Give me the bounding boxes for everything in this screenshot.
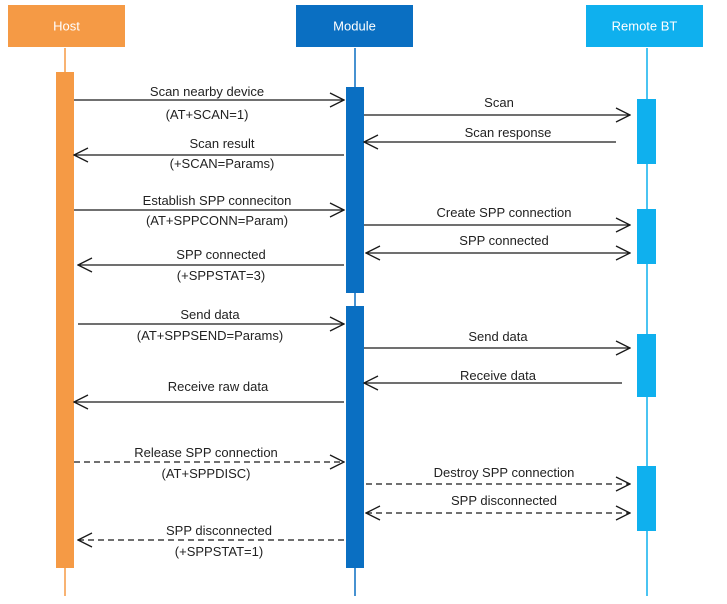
message-scan: Scan xyxy=(364,95,630,115)
participant-label: Module xyxy=(333,19,376,34)
message-send-data-remote: Send data xyxy=(364,329,630,348)
message-receive-data: Receive data xyxy=(364,368,622,383)
message-label: Receive raw data xyxy=(168,379,269,394)
message-label: Scan xyxy=(484,95,514,110)
module-activation-bar xyxy=(346,306,364,568)
participant-remote: Remote BT xyxy=(586,5,703,47)
message-release-spp: Release SPP connection (AT+SPPDISC) xyxy=(74,445,344,481)
message-label: Receive data xyxy=(460,368,537,383)
message-establish-spp: Establish SPP conneciton (AT+SPPCONN=Par… xyxy=(74,193,344,228)
participant-label: Remote BT xyxy=(612,19,678,34)
message-label: SPP connected xyxy=(459,233,548,248)
remote-activation-bar xyxy=(637,209,656,264)
message-label: Establish SPP conneciton xyxy=(143,193,292,208)
remote-activation-bar xyxy=(637,466,656,531)
participant-module: Module xyxy=(296,5,413,47)
message-receive-raw-data: Receive raw data xyxy=(74,379,344,402)
message-label: Send data xyxy=(180,307,240,322)
message-scan-result: Scan result (+SCAN=Params) xyxy=(74,136,344,171)
message-label: SPP disconnected xyxy=(451,493,557,508)
host-activation-bar xyxy=(56,72,74,568)
remote-activation-bar xyxy=(637,334,656,397)
message-sublabel: (AT+SCAN=1) xyxy=(166,107,249,122)
message-label: Release SPP connection xyxy=(134,445,278,460)
message-spp-connected-host: SPP connected (+SPPSTAT=3) xyxy=(78,247,344,283)
message-label: Scan result xyxy=(189,136,254,151)
message-label: Destroy SPP connection xyxy=(434,465,575,480)
message-scan-request: Scan nearby device (AT+SCAN=1) xyxy=(74,84,344,122)
message-spp-disconnected-remote: SPP disconnected xyxy=(366,493,630,513)
message-destroy-spp: Destroy SPP connection xyxy=(366,465,630,484)
message-label: Send data xyxy=(468,329,528,344)
message-spp-connected-remote: SPP connected xyxy=(366,233,630,253)
remote-activation-bar xyxy=(637,99,656,164)
message-create-spp: Create SPP connection xyxy=(364,205,630,225)
message-sublabel: (AT+SPPCONN=Param) xyxy=(146,213,288,228)
message-label: SPP connected xyxy=(176,247,265,262)
message-scan-response: Scan response xyxy=(364,125,616,142)
message-sublabel: (+SCAN=Params) xyxy=(170,156,275,171)
message-sublabel: (+SPPSTAT=3) xyxy=(177,268,265,283)
message-sublabel: (+SPPSTAT=1) xyxy=(175,544,263,559)
message-label: Scan response xyxy=(465,125,552,140)
message-sublabel: (AT+SPPDISC) xyxy=(162,466,251,481)
message-label: SPP disconnected xyxy=(166,523,272,538)
participant-host: Host xyxy=(8,5,125,47)
message-send-data-host: Send data (AT+SPPSEND=Params) xyxy=(78,307,344,343)
message-label: Scan nearby device xyxy=(150,84,264,99)
module-activation-bar xyxy=(346,87,364,293)
message-label: Create SPP connection xyxy=(437,205,572,220)
message-sublabel: (AT+SPPSEND=Params) xyxy=(137,328,283,343)
message-spp-disconnected-host: SPP disconnected (+SPPSTAT=1) xyxy=(78,523,344,559)
participant-label: Host xyxy=(53,19,80,34)
